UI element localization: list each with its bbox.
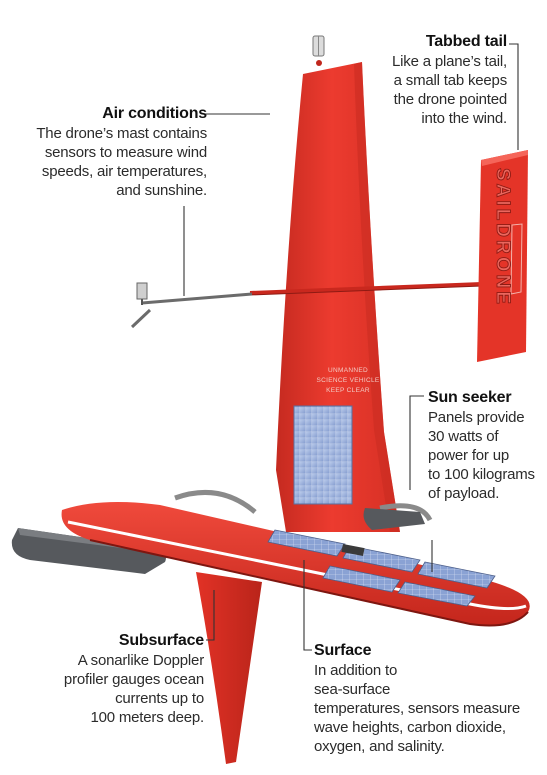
callout-line: Like a plane’s tail, xyxy=(392,53,507,70)
tail-boom xyxy=(249,282,483,295)
leader-sun-seeker xyxy=(409,395,424,490)
tail-brand-text: SAILDRONE xyxy=(492,168,513,307)
callout-line: power for up xyxy=(428,447,509,464)
hull-solar-panels xyxy=(267,529,496,607)
callout-line: currents up to xyxy=(115,690,204,707)
sensor-boom xyxy=(130,282,253,329)
callout-line: Panels provide xyxy=(428,409,525,426)
callout-line: profiler gauges ocean xyxy=(63,671,204,688)
right-pontoon xyxy=(363,508,425,530)
callout-air-conditions: Air conditions The drone’s mast contains… xyxy=(12,104,207,200)
callout-line: speeds, air temperatures, xyxy=(41,163,207,180)
callout-line: The drone’s mast contains xyxy=(36,125,207,142)
callout-surface: Surface In addition to sea-surface tempe… xyxy=(314,641,546,756)
sail-solar-panel xyxy=(293,405,353,505)
callout-line: temperatures, sensors measure xyxy=(314,700,520,717)
leader-surface xyxy=(303,560,312,651)
callout-line: to 100 kilograms xyxy=(428,466,535,483)
mast-antenna xyxy=(312,35,325,66)
callout-line: sea-surface xyxy=(314,681,391,698)
callout-tabbed-tail: Tabbed tail Like a plane’s tail, a small… xyxy=(307,32,507,128)
sail-stencil: UNMANNED SCIENCE VEHICLE KEEP CLEAR xyxy=(316,367,379,394)
stencil-line-2: SCIENCE VEHICLE xyxy=(316,377,379,384)
callout-line: of payload. xyxy=(428,485,500,502)
keel xyxy=(196,572,262,764)
callout-line: and sunshine. xyxy=(116,182,207,199)
callout-line: the drone pointed xyxy=(393,91,508,108)
left-pontoon xyxy=(11,528,167,574)
callout-sun-seeker: Sun seeker Panels provide 30 watts of po… xyxy=(428,388,546,503)
callout-line: A sonarlike Doppler xyxy=(77,652,204,669)
leader-subsurface xyxy=(206,590,215,641)
callout-title: Sun seeker xyxy=(428,389,512,406)
callout-line: sensors to measure wind xyxy=(44,144,207,161)
callout-title: Air conditions xyxy=(102,105,207,122)
leader-tabbed-tail xyxy=(509,43,519,150)
stencil-line-3: KEEP CLEAR xyxy=(326,387,370,394)
callout-line: into the wind. xyxy=(421,110,507,127)
callout-title: Subsurface xyxy=(118,632,204,649)
leader-lines xyxy=(183,43,519,651)
callout-line: 30 watts of xyxy=(428,428,499,445)
callout-subsurface: Subsurface A sonarlike Doppler profiler … xyxy=(8,631,204,727)
callout-line: oxygen, and salinity. xyxy=(314,738,445,755)
callout-title: Surface xyxy=(314,642,372,659)
stencil-line-1: UNMANNED xyxy=(328,367,368,374)
tail-fin: SAILDRONE xyxy=(477,150,528,362)
callout-line: a small tab keeps xyxy=(393,72,508,89)
callout-title: Tabbed tail xyxy=(425,33,507,50)
callout-line: 100 meters deep. xyxy=(90,709,204,726)
callout-line: In addition to xyxy=(314,662,398,679)
callout-line: wave heights, carbon dioxide, xyxy=(314,719,506,736)
